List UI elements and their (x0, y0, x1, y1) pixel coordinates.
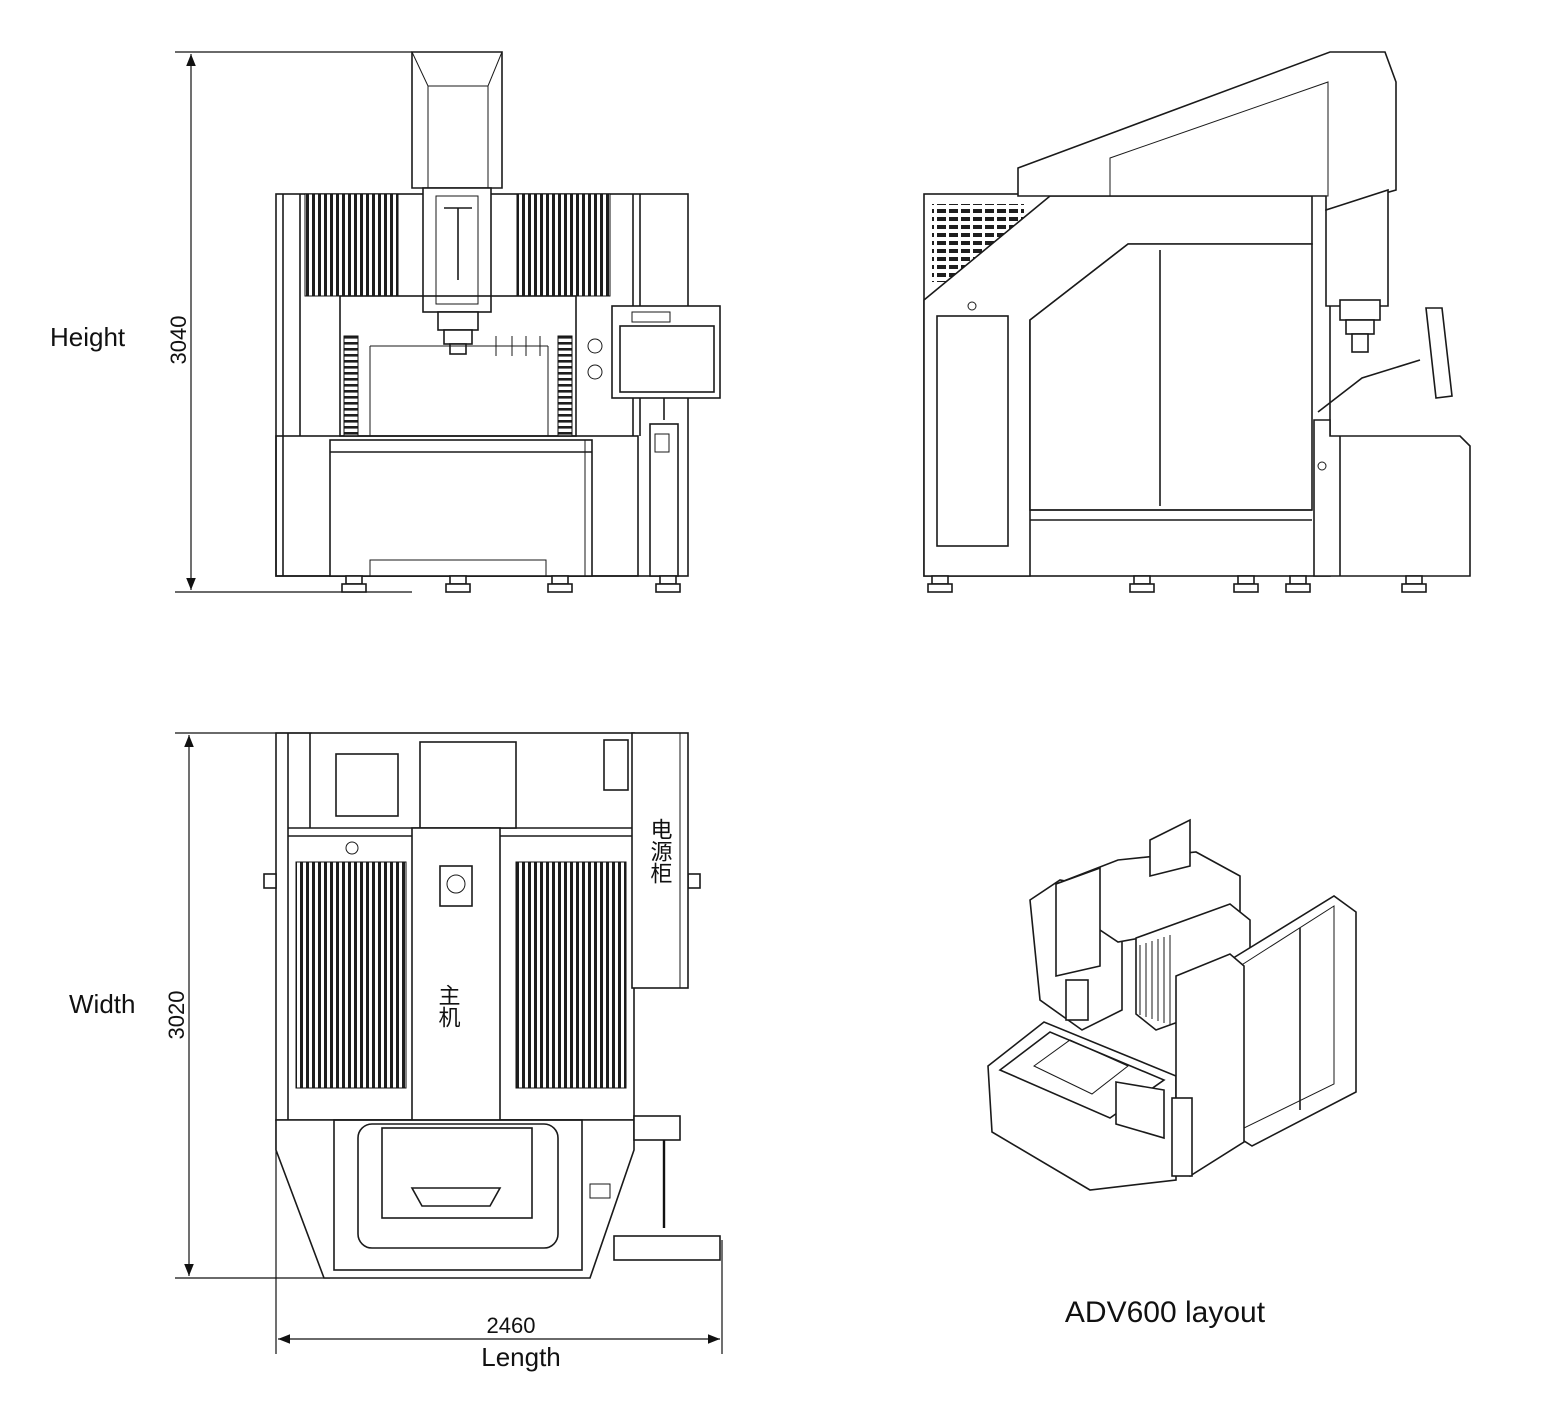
height-label: Height (50, 322, 126, 352)
main-machine-label: 主机 (436, 984, 461, 1028)
iso-view-caption: ADV600 layout (1065, 1296, 1266, 1329)
height-dimension-line (175, 51, 412, 593)
width-label: Width (69, 989, 135, 1019)
power-cabinet-label: 电源柜 (648, 818, 673, 884)
front-view: Height 3040 (50, 51, 721, 593)
iso-view (987, 818, 1357, 1191)
height-value: 3040 (166, 316, 191, 365)
side-view (923, 51, 1471, 593)
length-label: Length (481, 1342, 561, 1372)
length-value: 2460 (487, 1313, 536, 1338)
length-dimension-line (275, 1120, 723, 1354)
width-value: 3020 (164, 991, 189, 1040)
top-view: Width 3020 2460 Length 电源柜 (69, 732, 723, 1372)
